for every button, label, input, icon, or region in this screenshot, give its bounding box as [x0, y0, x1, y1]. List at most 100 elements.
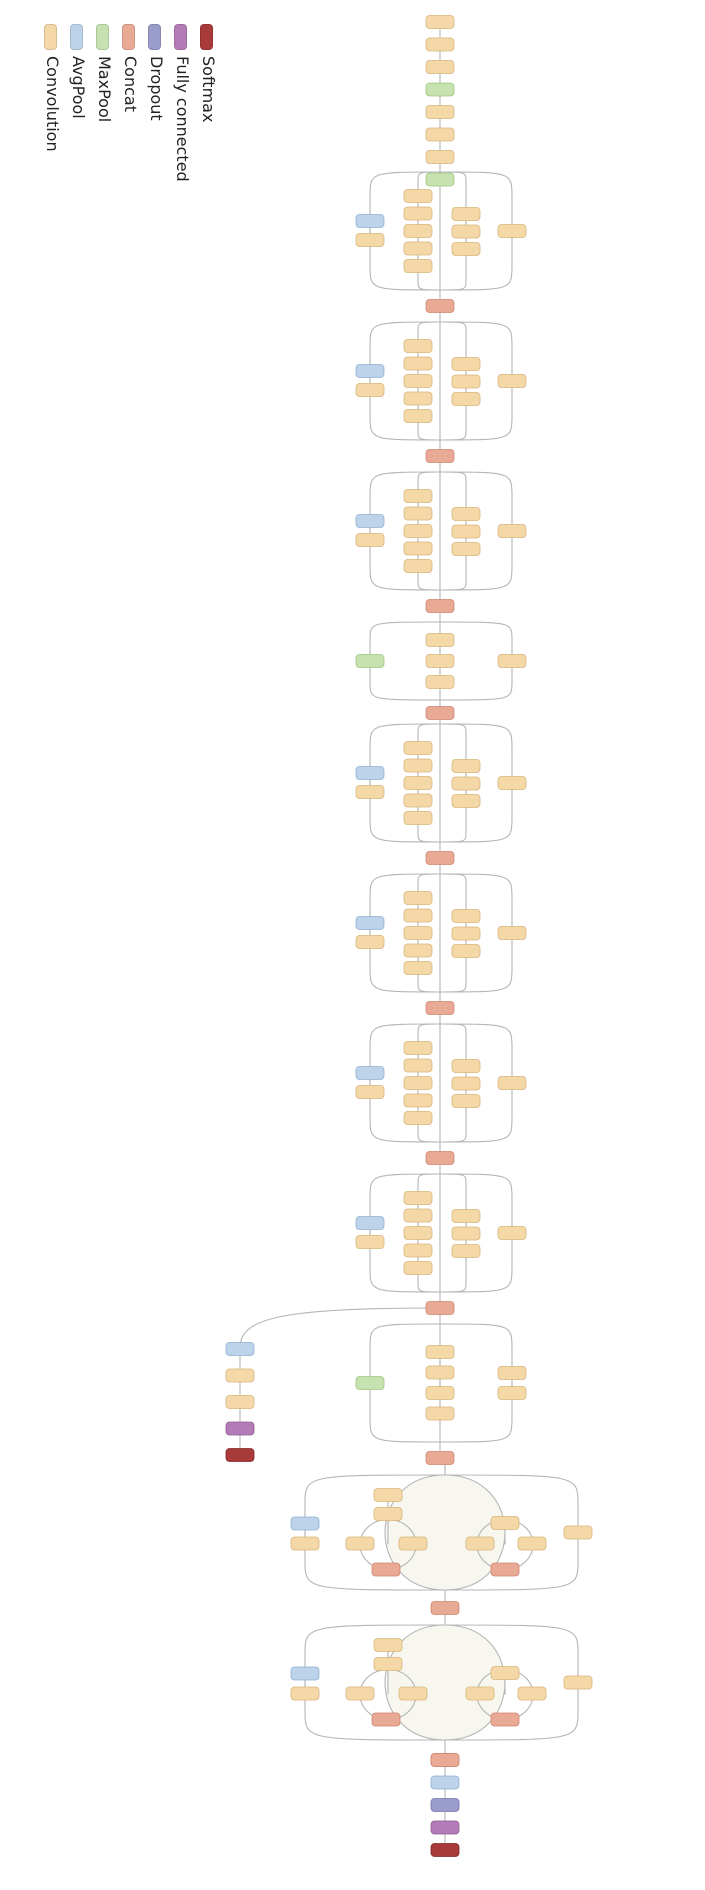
- convolution-block: [355, 233, 385, 247]
- connection-line: [239, 1307, 441, 1349]
- convolution-block: [517, 1536, 547, 1551]
- legend-swatch: [174, 24, 187, 50]
- concat-block: [425, 1151, 455, 1165]
- convolution-block: [563, 1525, 593, 1540]
- convolution-block: [451, 374, 481, 389]
- convolution-block: [563, 1675, 593, 1690]
- convolution-block: [451, 357, 481, 371]
- convolution-block: [403, 961, 433, 975]
- convolution-block: [403, 1208, 433, 1223]
- convolution-block: [403, 541, 433, 556]
- convolution-block: [403, 391, 433, 406]
- fully-connected-block: [225, 1421, 255, 1436]
- convolution-block: [403, 506, 433, 521]
- convolution-block: [425, 633, 455, 647]
- convolution-block: [355, 935, 385, 949]
- convolution-block: [451, 794, 481, 808]
- convolution-block: [345, 1536, 375, 1551]
- convolution-block: [497, 654, 527, 668]
- convolution-block: [290, 1686, 320, 1701]
- concat-block: [371, 1562, 401, 1577]
- convolution-block: [451, 926, 481, 941]
- legend-swatch: [96, 24, 109, 50]
- concat-block: [425, 851, 455, 865]
- concat-block: [430, 1753, 460, 1767]
- convolution-block: [403, 409, 433, 423]
- convolution-block: [451, 909, 481, 923]
- avgpool-block: [290, 1516, 320, 1531]
- convolution-block: [403, 891, 433, 905]
- convolution-block: [425, 1365, 455, 1380]
- connection-line: [439, 1323, 513, 1443]
- convolution-block: [403, 1058, 433, 1073]
- convolution-block: [403, 926, 433, 940]
- convolution-block: [517, 1686, 547, 1701]
- convolution-block: [465, 1536, 495, 1551]
- convolution-block: [490, 1516, 520, 1530]
- concat-block: [425, 449, 455, 463]
- convolution-block: [451, 1094, 481, 1108]
- convolution-block: [490, 1666, 520, 1680]
- convolution-block: [403, 908, 433, 923]
- convolution-block: [403, 811, 433, 825]
- convolution-block: [451, 776, 481, 791]
- convolution-block: [403, 793, 433, 808]
- convolution-block: [403, 943, 433, 958]
- convolution-block: [373, 1638, 403, 1652]
- convolution-block: [403, 1041, 433, 1055]
- convolution-block: [465, 1686, 495, 1701]
- convolution-block: [290, 1536, 320, 1551]
- concat-block: [425, 706, 455, 720]
- convolution-block: [451, 1059, 481, 1073]
- convolution-block: [403, 374, 433, 388]
- convolution-block: [451, 1209, 481, 1223]
- maxpool-block: [425, 172, 455, 187]
- convolution-block: [373, 1488, 403, 1502]
- maxpool-block: [355, 1376, 385, 1390]
- avgpool-block: [355, 514, 385, 528]
- convolution-block: [497, 374, 527, 388]
- concat-block: [425, 1001, 455, 1015]
- convolution-block: [425, 60, 455, 74]
- legend-swatch: [44, 24, 57, 50]
- legend-swatch: [200, 24, 213, 50]
- concat-block: [425, 1451, 455, 1465]
- convolution-block: [451, 207, 481, 221]
- avgpool-block: [355, 916, 385, 930]
- avgpool-block: [225, 1342, 255, 1356]
- convolution-block: [425, 15, 455, 29]
- convolution-block: [451, 1226, 481, 1241]
- convolution-block: [451, 759, 481, 773]
- convolution-block: [451, 524, 481, 539]
- convolution-block: [403, 1243, 433, 1258]
- convolution-block: [497, 1366, 527, 1380]
- softmax-block: [430, 1843, 460, 1857]
- convolution-block: [425, 1406, 455, 1421]
- convolution-block: [425, 105, 455, 119]
- convolution-block: [497, 1386, 527, 1400]
- convolution-block: [403, 1226, 433, 1240]
- softmax-block: [225, 1448, 255, 1462]
- convolution-block: [355, 785, 385, 799]
- convolution-block: [451, 242, 481, 256]
- convolution-block: [451, 1076, 481, 1091]
- convolution-block: [451, 542, 481, 556]
- concat-block: [425, 599, 455, 613]
- convolution-block: [425, 675, 455, 689]
- convolution-block: [451, 224, 481, 239]
- layer-blocks: [225, 15, 593, 1857]
- concat-block: [371, 1712, 401, 1727]
- convolution-block: [403, 224, 433, 238]
- avgpool-block: [355, 766, 385, 780]
- convolution-block: [403, 758, 433, 773]
- avgpool-block: [355, 214, 385, 228]
- convolution-block: [403, 741, 433, 755]
- maxpool-block: [355, 654, 385, 668]
- branch-merge-region: [384, 1474, 506, 1591]
- convolution-block: [403, 1076, 433, 1090]
- convolution-block: [355, 533, 385, 547]
- convolution-block: [403, 339, 433, 353]
- convolution-block: [345, 1686, 375, 1701]
- fully-connected-block: [430, 1820, 460, 1835]
- legend-swatch: [122, 24, 135, 50]
